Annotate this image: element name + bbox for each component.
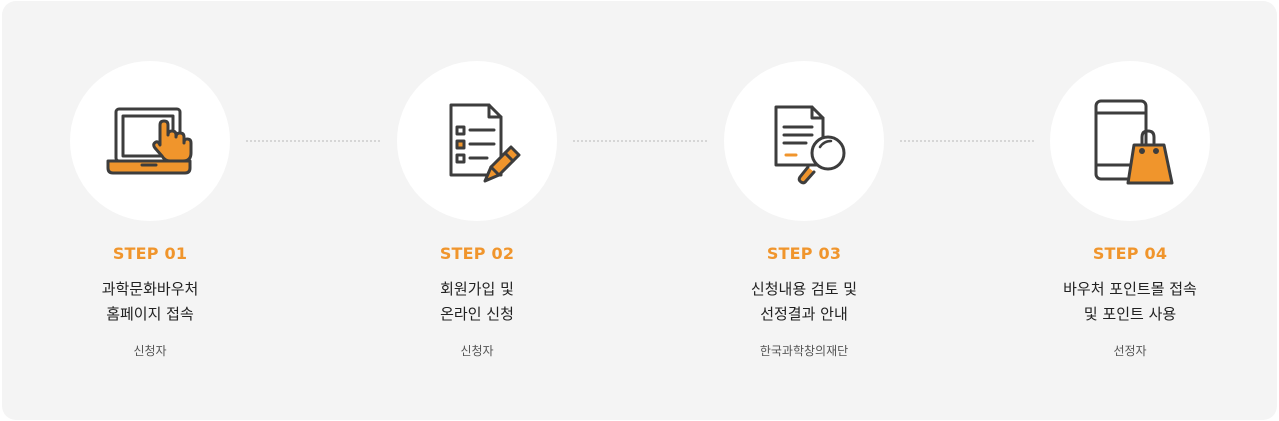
step-4-actor: 선정자	[1113, 344, 1147, 358]
mobile-shopping-icon	[1094, 99, 1174, 185]
document-search-icon	[774, 105, 846, 185]
step-4-icon-circle	[1050, 61, 1210, 221]
step-4-label: STEP 04	[1092, 244, 1168, 263]
step-3-title-line1: 신청내용 검토 및	[750, 280, 858, 298]
step-connector-2	[573, 140, 707, 142]
step-1-actor: 신청자	[133, 344, 167, 358]
step-1-title-line2: 홈페이지 접속	[106, 305, 194, 323]
step-2-label: STEP 02	[439, 244, 515, 263]
step-2-title: 회원가입 및 온라인 신청	[357, 277, 597, 327]
step-2-title-line1: 회원가입 및	[440, 280, 514, 298]
step-3-label: STEP 03	[766, 244, 842, 263]
step-3-title: 신청내용 검토 및 선정결과 안내	[684, 277, 924, 327]
step-4-title: 바우처 포인트몰 접속 및 포인트 사용	[1010, 277, 1250, 327]
laptop-touch-icon	[106, 107, 193, 175]
step-2-actor: 신청자	[460, 344, 494, 358]
step-2-title-line2: 온라인 신청	[440, 305, 514, 323]
step-3-icon-circle	[724, 61, 884, 221]
step-4-title-line1: 바우처 포인트몰 접속	[1063, 280, 1197, 298]
step-3-actor: 한국과학창의재단	[759, 344, 849, 358]
step-2-icon-circle	[397, 61, 557, 221]
step-1-title: 과학문화바우처 홈페이지 접속	[30, 277, 270, 327]
step-connector-1	[246, 140, 380, 142]
step-3-title-line2: 선정결과 안내	[760, 305, 848, 323]
step-4-title-line2: 및 포인트 사용	[1083, 305, 1177, 323]
step-connector-3	[900, 140, 1034, 142]
step-1-icon-circle	[70, 61, 230, 221]
step-1-title-line1: 과학문화바우처	[101, 280, 199, 298]
step-1-label: STEP 01	[112, 244, 188, 263]
form-pencil-icon	[449, 103, 521, 183]
